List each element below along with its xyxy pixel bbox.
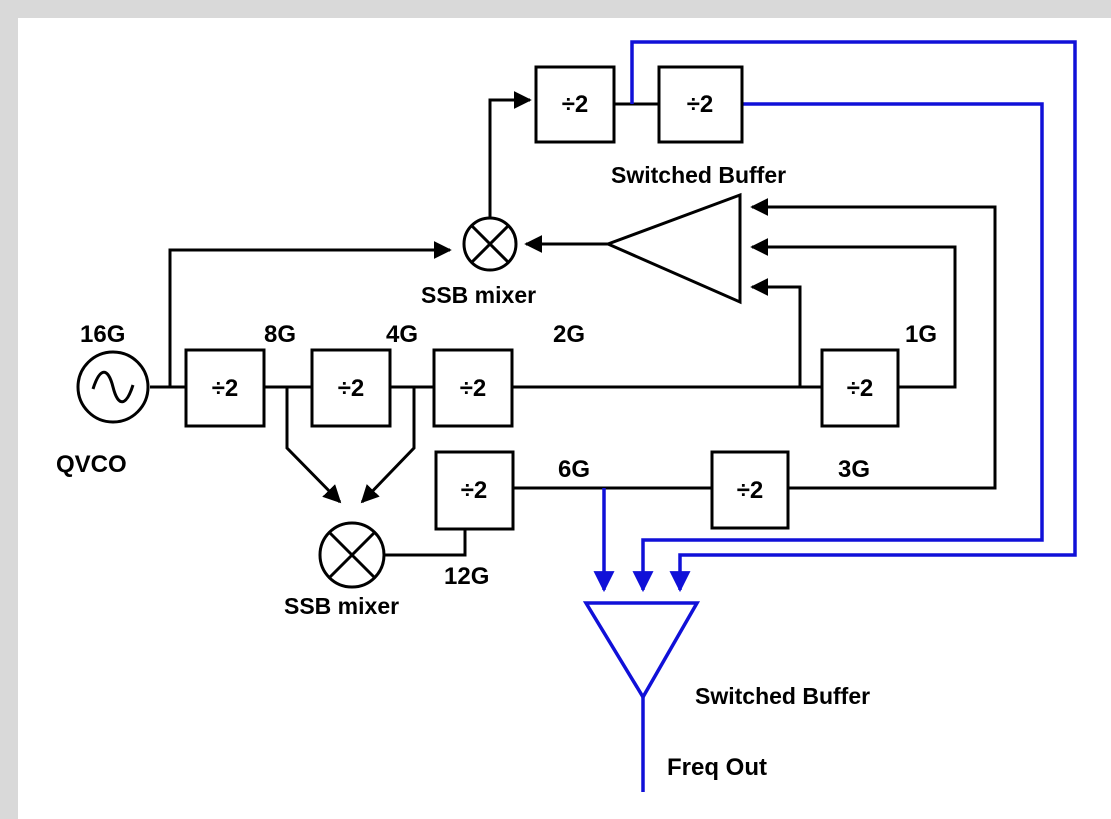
divider-box bbox=[710, 450, 790, 530]
wire-mixer-to-div bbox=[488, 91, 532, 218]
wire-div2-to-out-buffer bbox=[630, 40, 1077, 593]
divider-box bbox=[534, 65, 616, 144]
divider-box bbox=[657, 65, 744, 144]
freq-label: 4G bbox=[386, 321, 418, 348]
wire-2g-to-buffer bbox=[750, 278, 802, 387]
wire-1g-to-buffer bbox=[750, 238, 957, 389]
wire-3g-to-buffer bbox=[750, 198, 997, 490]
divider-label: ÷2 bbox=[737, 477, 764, 504]
freq-out-label: Freq Out bbox=[667, 754, 767, 781]
freq-label: 6G bbox=[558, 456, 590, 483]
mixer-icon bbox=[462, 216, 518, 272]
signal-wires bbox=[150, 91, 997, 557]
divider-box bbox=[310, 348, 392, 428]
divider-box bbox=[184, 348, 266, 428]
labels: 16G QVCO 8G 4G 2G 1G 6G 3G 12G SSB mixer… bbox=[56, 162, 937, 781]
top-buffer-label: Switched Buffer bbox=[611, 162, 786, 188]
divider-blocks: ÷2 ÷2 ÷2 ÷2 ÷2 ÷2 ÷2 ÷2 bbox=[184, 65, 900, 531]
freq-label: 1G bbox=[905, 321, 937, 348]
divider-label: ÷2 bbox=[461, 477, 488, 504]
frame-left-border bbox=[0, 0, 18, 819]
divider-box bbox=[434, 450, 515, 531]
freq-label: 3G bbox=[838, 456, 870, 483]
divider-box bbox=[432, 348, 514, 428]
divider-label: ÷2 bbox=[847, 375, 874, 402]
top-mixer-label: SSB mixer bbox=[421, 282, 536, 308]
sine-source-icon bbox=[76, 350, 150, 424]
divider-label: ÷2 bbox=[212, 375, 239, 402]
freq-label: 2G bbox=[553, 321, 585, 348]
mixer-icon bbox=[318, 521, 386, 589]
output-wires bbox=[593, 40, 1077, 792]
wire-qvco-to-top-mixer bbox=[168, 241, 452, 387]
wire-4g-to-mixer bbox=[360, 387, 416, 504]
frame-top-border bbox=[0, 0, 1111, 18]
wire-8g-to-mixer bbox=[285, 387, 342, 504]
wire-div-to-out-buffer bbox=[632, 102, 1044, 593]
switched-buffer-amp bbox=[604, 192, 742, 305]
divider-label: ÷2 bbox=[562, 91, 589, 118]
divider-label: ÷2 bbox=[338, 375, 365, 402]
freq-label: 8G bbox=[264, 321, 296, 348]
wire-mixer-to-12g bbox=[384, 530, 467, 557]
qvco-freq-label: 16G bbox=[80, 321, 125, 348]
output-buffer-amp bbox=[582, 601, 701, 701]
divider-label: ÷2 bbox=[687, 91, 714, 118]
freq-label: 12G bbox=[444, 563, 489, 590]
divider-label: ÷2 bbox=[460, 375, 487, 402]
bottom-buffer-label: Switched Buffer bbox=[695, 683, 870, 709]
bottom-mixer-label: SSB mixer bbox=[284, 593, 399, 619]
divider-box bbox=[820, 348, 900, 428]
qvco-name-label: QVCO bbox=[56, 451, 127, 478]
